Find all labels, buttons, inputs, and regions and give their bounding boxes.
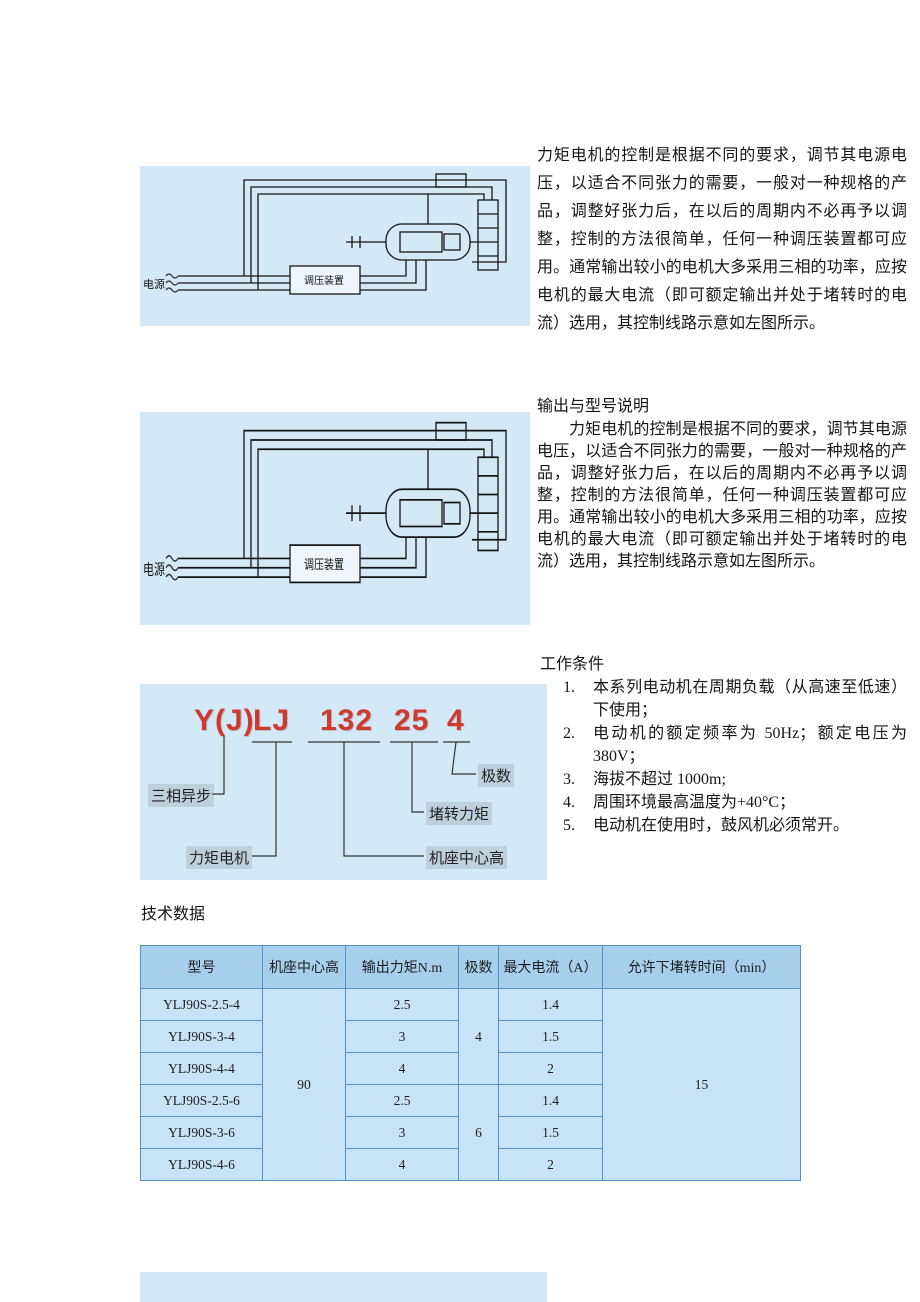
tech-data-table: 型号 机座中心高 输出力矩N.m 极数 最大电流（A） 允许下堵转时间（min）…: [140, 945, 801, 1181]
callout-frame-height-line: [343, 742, 424, 857]
output-model-heading: 输出与型号说明: [537, 398, 650, 415]
model-label-frame-height: 机座中心高: [426, 846, 508, 869]
col-header-frame-height: 机座中心高: [262, 945, 346, 989]
model-label-torque-motor: 力矩电机: [186, 846, 253, 869]
col-header-current: 最大电流（A）: [498, 945, 603, 989]
cell-model: YLJ90S-2.5-4: [140, 988, 263, 1021]
cell-model: YLJ90S-2.5-6: [140, 1084, 263, 1117]
item-text: 海拔不超过 1000m;: [593, 771, 726, 788]
item-number: 1.: [563, 679, 575, 696]
wiring-loop: [243, 429, 507, 578]
control-circuit-figure-2: 电源 调压装置: [140, 412, 530, 625]
model-designation-figure: Y(J) LJ 132 25 4 三相异步 力矩电机 机座中心高 堵转力矩 极数: [140, 684, 547, 880]
work-condition-item: 1. 本系列电动机在周期负载（从高速至低速）下使用；: [563, 676, 907, 722]
item-number: 3.: [563, 771, 575, 788]
model-label-three-phase: 三相异步: [148, 784, 215, 807]
cell-model: YLJ90S-3-4: [140, 1020, 263, 1053]
work-condition-item: 3. 海拔不超过 1000m;: [563, 768, 907, 791]
model-label-poles: 极数: [478, 764, 515, 787]
three-phase-wires: [178, 557, 290, 578]
control-description-paragraph-2: 力矩电机的控制是根据不同的要求，调节其电源电压，以适合不同张力的需要，一般对一种…: [537, 421, 907, 570]
tech-data-heading: 技术数据: [141, 906, 206, 923]
cell-current: 1.5: [498, 1020, 603, 1053]
cell-model: YLJ90S-4-4: [140, 1052, 263, 1085]
ac-wave-icon: [165, 273, 179, 293]
item-text: 周围环境最高温度为+40°C；: [593, 794, 796, 811]
callout-poles-line: [451, 741, 476, 775]
col-header-poles: 极数: [458, 945, 499, 989]
voltage-regulator-label: 调压装置: [304, 274, 344, 287]
junction-box-icon: [435, 173, 467, 188]
cell-locked-time: 15: [602, 988, 801, 1181]
item-text: 电动机的额定频率为 50Hz；额定电压为 380V；: [593, 725, 907, 765]
cell-current: 1.5: [498, 1116, 603, 1149]
callout-locked-torque-line: [411, 742, 424, 813]
work-condition-item: 4. 周围环境最高温度为+40°C；: [563, 791, 907, 814]
cell-current: 2: [498, 1148, 603, 1181]
table-header-row: 型号 机座中心高 输出力矩N.m 极数 最大电流（A） 允许下堵转时间（min）: [140, 945, 801, 989]
ac-wave-icon: [165, 554, 179, 581]
table-row: YLJ90S-3-4 3 1.5: [140, 1020, 801, 1053]
model-token-poles: 4: [447, 704, 465, 737]
cell-torque: 4: [345, 1148, 459, 1181]
control-circuit-figure-1: 电源 调压装置: [140, 166, 530, 326]
slip-ring-icon: [477, 199, 499, 271]
model-token-series: Y(J): [194, 704, 255, 737]
cell-current: 1.4: [498, 1084, 603, 1117]
motor-icon: [346, 449, 478, 539]
motor-icon: [346, 194, 478, 261]
page-bottom-image-strip: [140, 1272, 547, 1302]
cell-torque: 2.5: [345, 1084, 459, 1117]
cell-torque: 2.5: [345, 988, 459, 1021]
col-header-locked-time: 允许下堵转时间（min）: [602, 945, 801, 989]
item-number: 4.: [563, 794, 575, 811]
work-conditions-list: 1. 本系列电动机在周期负载（从高速至低速）下使用； 2. 电动机的额定频率为 …: [563, 676, 907, 837]
cell-model: YLJ90S-4-6: [140, 1148, 263, 1181]
table-row: YLJ90S-3-6 3 1.5: [140, 1116, 801, 1149]
model-token-torque: 25: [394, 704, 430, 737]
voltage-regulator-label: 调压装置: [304, 558, 344, 573]
cell-frame-height: 90: [262, 988, 346, 1181]
cell-poles: 4: [458, 988, 499, 1085]
regulator-output-wires: [360, 537, 427, 578]
regulator-output-wires: [360, 260, 427, 291]
cell-model: YLJ90S-3-6: [140, 1116, 263, 1149]
cell-torque: 4: [345, 1052, 459, 1085]
circuit-schematic-svg: 电源 调压装置: [143, 173, 507, 295]
table-row: YLJ90S-4-4 4 2: [140, 1052, 801, 1085]
model-token-type: LJ: [253, 704, 291, 737]
table-row: YLJ90S-2.5-4 90 2.5 4 1.4 15: [140, 988, 801, 1181]
junction-box-icon: [435, 421, 467, 441]
work-condition-item: 2. 电动机的额定频率为 50Hz；额定电压为 380V；: [563, 722, 907, 768]
work-condition-item: 5. 电动机在使用时，鼓风机必须常开。: [563, 814, 907, 837]
circuit-schematic-svg: 电源 调压装置: [143, 421, 507, 584]
item-number: 5.: [563, 817, 575, 834]
wiring-loop: [243, 179, 507, 290]
col-header-model: 型号: [140, 945, 263, 989]
model-label-locked-torque: 堵转力矩: [426, 802, 493, 825]
work-conditions-heading: 工作条件: [540, 656, 605, 673]
cell-torque: 3: [345, 1116, 459, 1149]
control-description-paragraph-1: 力矩电机的控制是根据不同的要求，调节其电源电压，以适合不同张力的需要，一般对一种…: [537, 147, 907, 332]
model-designation-lines: [212, 736, 476, 857]
col-header-torque: 输出力矩N.m: [345, 945, 459, 989]
cell-current: 2: [498, 1052, 603, 1085]
table-row: YLJ90S-2.5-6 2.5 6 1.4: [140, 1084, 801, 1181]
item-text: 电动机在使用时，鼓风机必须常开。: [593, 817, 850, 834]
slip-ring-icon: [477, 456, 499, 552]
power-source-label: 电源: [143, 561, 165, 578]
item-text: 本系列电动机在周期负载（从高速至低速）下使用；: [593, 679, 907, 719]
model-token-frame: 132: [320, 704, 374, 737]
cell-poles: 6: [458, 1084, 499, 1181]
cell-current: 1.4: [498, 988, 603, 1021]
three-phase-wires: [178, 275, 290, 291]
voltage-regulator-box: [289, 265, 361, 295]
cell-torque: 3: [345, 1020, 459, 1053]
item-number: 2.: [563, 725, 575, 742]
table-row: YLJ90S-4-6 4 2: [140, 1148, 801, 1181]
callout-torque-motor-line: [252, 742, 277, 857]
power-source-label: 电源: [143, 277, 165, 291]
callout-three-phase-line: [212, 736, 225, 795]
voltage-regulator-box: [289, 544, 361, 584]
